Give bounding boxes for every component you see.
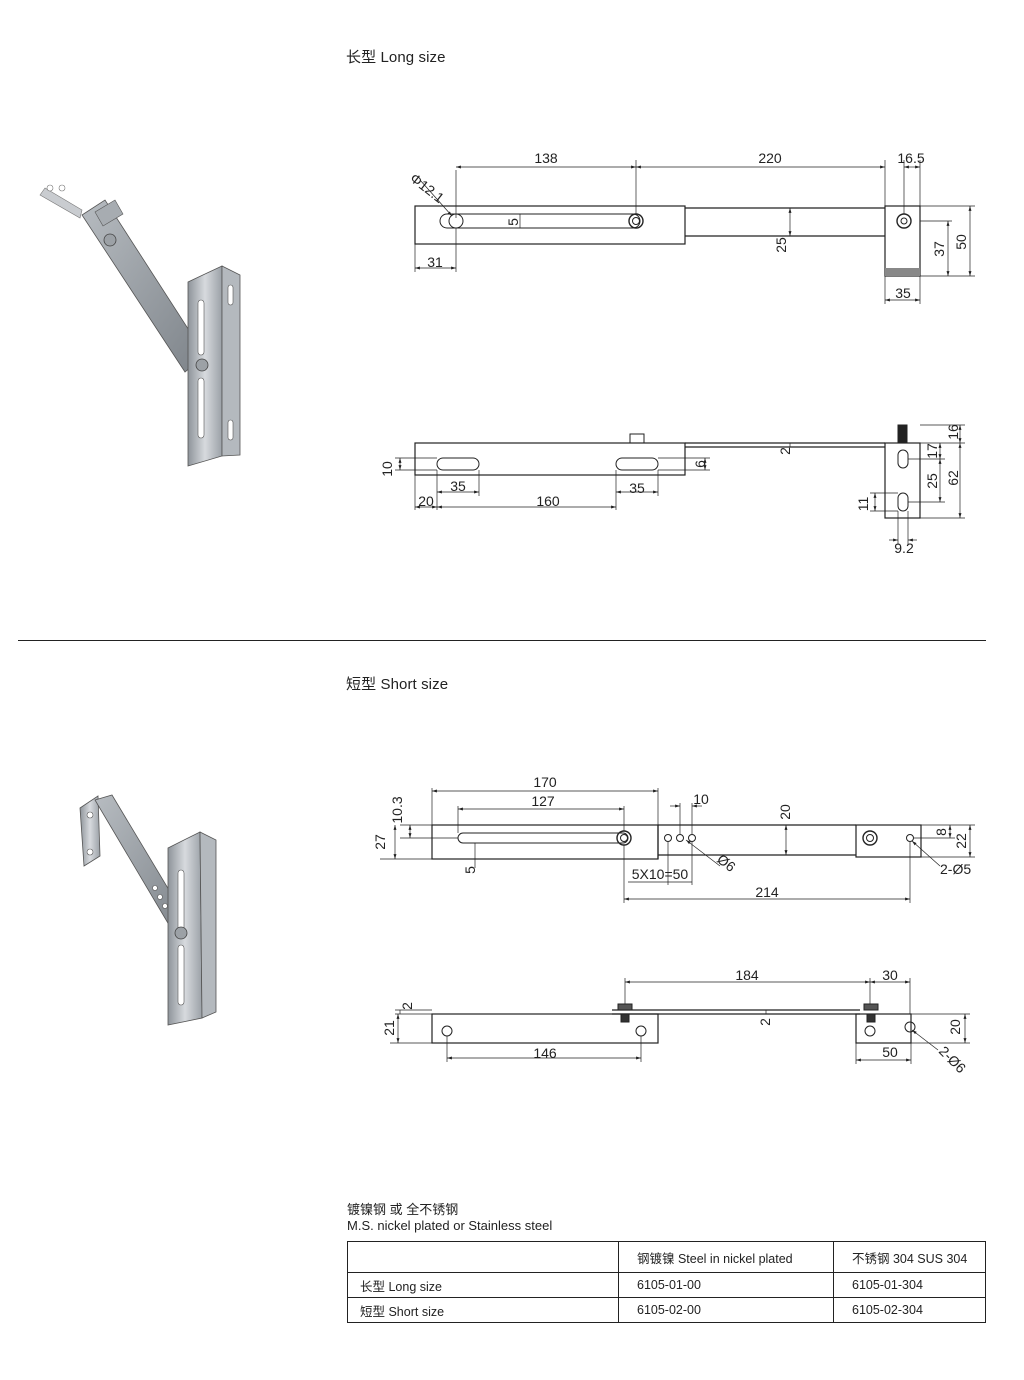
dim-short-10: 10 <box>693 791 709 807</box>
dim-long-side-16: 16 <box>945 424 961 440</box>
table-cell: 6105-02-00 <box>618 1297 834 1323</box>
short-side-view <box>390 978 970 1064</box>
dim-long-side-25: 25 <box>924 473 940 489</box>
material-cn: 镀镍钢 或 全不锈钢 <box>347 1202 459 1217</box>
dim-short-side-dia6: 2-Ø6 <box>936 1043 969 1076</box>
dim-short-214: 214 <box>755 884 779 900</box>
section-divider <box>18 640 986 641</box>
dim-long-side-11: 11 <box>855 497 871 512</box>
long-side-view <box>395 424 965 545</box>
table-cell: 6105-01-304 <box>833 1272 986 1298</box>
dim-short-5: 5 <box>462 866 478 874</box>
short-bracket-render <box>79 794 217 1026</box>
table-header-row: 钢镀镍 Steel in nickel plated 不锈钢 304 SUS 3… <box>347 1241 986 1273</box>
long-bracket-render <box>39 184 241 467</box>
dim-long-side-35b: 35 <box>629 480 645 496</box>
dim-short-10-3: 10.3 <box>389 796 405 823</box>
long-side-dims: 10 35 35 20 160 6 2 16 17 25 62 11 9.2 <box>379 424 961 556</box>
table-header-cell: 钢镀镍 Steel in nickel plated <box>618 1241 834 1273</box>
dim-short-side-2a: 2 <box>399 1002 415 1010</box>
material-en: M.S. nickel plated or Stainless steel <box>347 1218 553 1233</box>
dim-short-dia6: Ø6 <box>714 851 739 875</box>
dim-long-side-6: 6 <box>692 460 708 468</box>
dim-long-side-35a: 35 <box>450 478 466 494</box>
long-top-view <box>414 160 975 304</box>
dim-long-side-17: 17 <box>924 443 940 459</box>
dim-long-35: 35 <box>895 285 911 301</box>
dim-long-31: 31 <box>427 254 443 270</box>
dim-short-side-146: 146 <box>533 1045 557 1061</box>
dim-long-side-9-2: 9.2 <box>894 540 914 556</box>
dim-short-side-184: 184 <box>735 967 759 983</box>
dim-short-side-21: 21 <box>381 1020 397 1036</box>
dim-long-16-5: 16.5 <box>897 150 924 166</box>
table-cell: 6105-02-304 <box>833 1297 986 1323</box>
dim-long-50: 50 <box>953 234 969 250</box>
dim-short-holes: 5X10=50 <box>632 866 689 882</box>
table-header-cell <box>347 1241 619 1273</box>
table-row: 短型 Short size 6105-02-00 6105-02-304 <box>347 1297 986 1323</box>
spec-table: 钢镀镍 Steel in nickel plated 不锈钢 304 SUS 3… <box>347 1241 986 1323</box>
dim-long-side-10: 10 <box>379 461 395 477</box>
dim-long-138: 138 <box>534 150 558 166</box>
dim-short-8: 8 <box>933 828 949 836</box>
dim-short-22: 22 <box>953 833 969 849</box>
table-row: 长型 Long size 6105-01-00 6105-01-304 <box>347 1272 986 1298</box>
table-cell: 长型 Long size <box>347 1272 619 1298</box>
dim-short-side-30: 30 <box>882 967 898 983</box>
dim-short-side-50: 50 <box>882 1044 898 1060</box>
dim-short-20: 20 <box>777 804 793 820</box>
table-cell: 6105-01-00 <box>618 1272 834 1298</box>
section-title-short: 短型 Short size <box>346 676 449 693</box>
dim-long-side-20: 20 <box>418 493 434 509</box>
dim-short-side-2b: 2 <box>757 1018 773 1026</box>
short-top-view <box>380 788 975 903</box>
section-title-long: 长型 Long size <box>346 49 446 66</box>
dim-long-25: 25 <box>773 237 789 253</box>
dim-long-side-62: 62 <box>945 470 961 486</box>
dim-short-side-20: 20 <box>947 1019 963 1035</box>
dim-long-37: 37 <box>931 241 947 257</box>
dim-long-dia: Φ12.1 <box>407 170 447 206</box>
table-header-cell: 不锈钢 304 SUS 304 <box>833 1241 986 1273</box>
dim-long-slot: 5 <box>505 218 521 226</box>
dim-short-127: 127 <box>531 793 555 809</box>
dim-short-170: 170 <box>533 774 557 790</box>
dim-long-220: 220 <box>758 150 782 166</box>
table-cell: 短型 Short size <box>347 1297 619 1323</box>
dim-short-dia5: 2-Ø5 <box>940 861 971 877</box>
dim-short-27: 27 <box>372 834 388 850</box>
dim-long-side-2: 2 <box>777 447 793 455</box>
dim-long-side-160: 160 <box>536 493 560 509</box>
